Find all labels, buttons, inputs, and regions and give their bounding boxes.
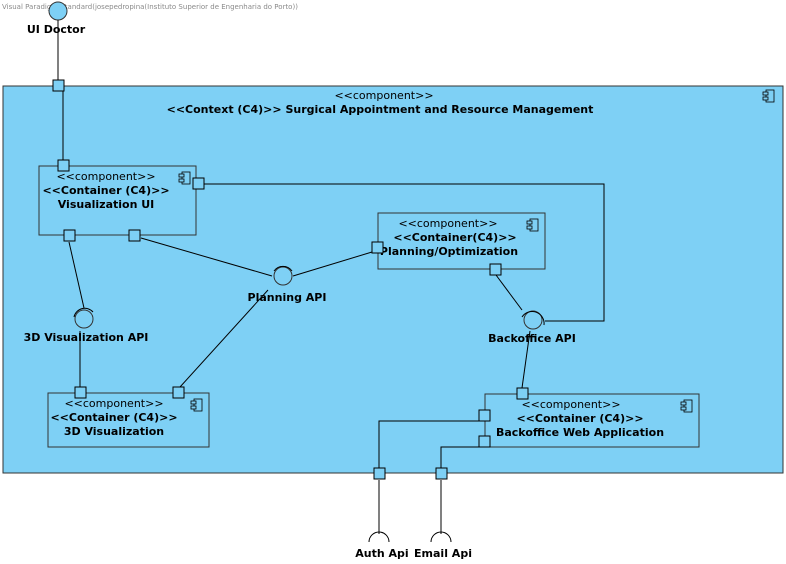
component-icon — [526, 218, 539, 232]
visualization-3d-kind: <<Container (C4)>> — [50, 411, 177, 424]
planning-component[interactable] — [377, 212, 546, 270]
visualization-ui-name: Visualization UI — [58, 198, 155, 211]
port[interactable] — [435, 467, 448, 480]
component-icon — [178, 171, 191, 185]
port[interactable] — [478, 409, 491, 422]
backoffice-api-label: Backoffice API — [488, 332, 576, 345]
port[interactable] — [489, 263, 502, 276]
context-title: <<Context (C4)>> Surgical Appointment an… — [167, 103, 594, 116]
planning-stereotype: <<component>> — [398, 217, 497, 230]
visualization-3d-component[interactable] — [47, 392, 210, 448]
component-icon — [190, 398, 203, 412]
component-icon — [680, 399, 693, 413]
port[interactable] — [373, 467, 386, 480]
backoffice-api-required-connector — [203, 183, 605, 322]
email-api-socket[interactable] — [430, 531, 452, 543]
port[interactable] — [63, 229, 76, 242]
3d-to-planning-api-connector — [179, 289, 269, 388]
port[interactable] — [516, 387, 529, 400]
ui-to-planning-api-connector — [140, 237, 273, 277]
email-api-label: Email Api — [414, 547, 472, 560]
backoffice-web-name: Backoffice Web Application — [496, 426, 664, 439]
port[interactable] — [57, 159, 70, 172]
visualization-3d-api-label: 3D Visualization API — [24, 331, 149, 344]
visualization-3d-api-interface[interactable] — [73, 307, 94, 329]
port[interactable] — [371, 241, 384, 254]
planning-kind: <<Container(C4)>> — [393, 231, 516, 244]
context-stereotype: <<component>> — [334, 89, 433, 102]
actor-icon[interactable] — [48, 1, 68, 21]
auth-api-socket[interactable] — [368, 531, 390, 543]
backoffice-web-stereotype: <<component>> — [521, 398, 620, 411]
planning-api-interface[interactable] — [273, 265, 293, 286]
port[interactable] — [192, 177, 205, 190]
backoffice-web-kind: <<Container (C4)>> — [516, 412, 643, 425]
planning-name: Planning/Optimization — [380, 245, 518, 258]
actor-label: UI Doctor — [27, 23, 86, 36]
visualization-ui-stereotype: <<component>> — [56, 170, 155, 183]
visualization-ui-component[interactable] — [38, 165, 197, 236]
backoffice-api-interface[interactable] — [521, 310, 545, 330]
component-icon — [762, 89, 775, 103]
port[interactable] — [128, 229, 141, 242]
visualization-3d-name: 3D Visualization — [64, 425, 164, 438]
backoffice-to-email-connector — [440, 446, 479, 468]
planning-api-label: Planning API — [248, 291, 327, 304]
visualization-ui-kind: <<Container (C4)>> — [42, 184, 169, 197]
visualization-3d-stereotype: <<component>> — [64, 397, 163, 410]
port[interactable] — [52, 79, 65, 92]
watermark: Visual Paradigm Standard(josepedropina(I… — [2, 3, 298, 11]
planning-to-backoffice-api-connector — [495, 274, 523, 311]
port[interactable] — [478, 435, 491, 448]
port[interactable] — [172, 386, 185, 399]
planning-to-planning-api-connector — [292, 251, 373, 277]
auth-api-label: Auth Api — [355, 547, 408, 560]
backoffice-web-component[interactable] — [484, 393, 700, 448]
backoffice-to-auth-connector — [378, 420, 479, 468]
ui-to-3d-api-connector — [68, 241, 85, 309]
port[interactable] — [74, 386, 87, 399]
backoffice-web-to-api-connector — [521, 330, 531, 389]
